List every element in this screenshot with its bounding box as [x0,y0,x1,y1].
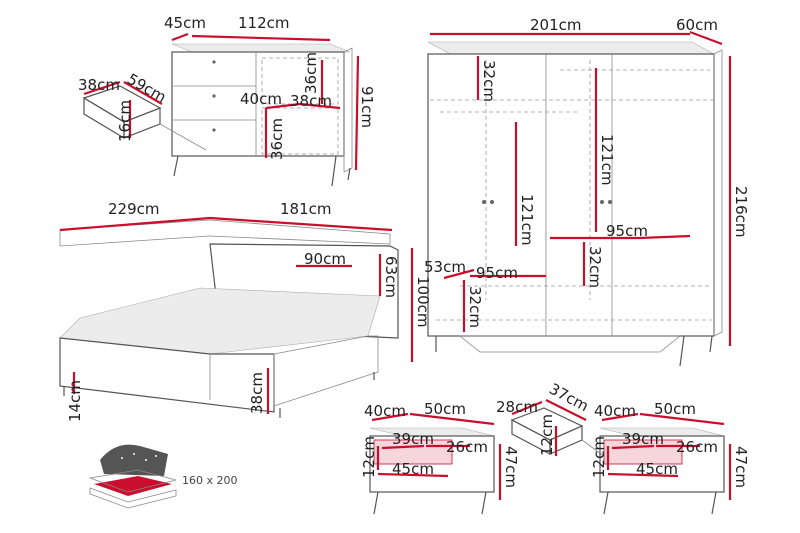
bed: 229cm 181cm 90cm 63cm 100cm 14cm 38cm [59,200,432,422]
wardrobe-top-shelf-label: 32cm [480,60,498,102]
drawer-height-label: 16cm [116,100,134,142]
nightstand-right: 40cm 50cm 39cm 26cm 12cm 45cm 47cm [590,400,750,515]
mattress-icon: 160 x 200 [88,444,238,509]
dresser-depth-label: 45cm [164,14,206,32]
dresser-drawer: 38cm 59cm 16cm [78,70,207,151]
nightstand-drawer-depth-label: 28cm [496,398,538,416]
bed-headboard-height-label: 63cm [382,256,400,298]
dresser-height-label: 91cm [358,86,376,128]
drawer-depth-label: 38cm [78,76,120,94]
nightstand-drawer-width-label: 37cm [546,380,591,416]
nightstand-right-drawer-height-label: 12cm [590,436,608,478]
wardrobe-right-rail-label: 121cm [598,134,616,186]
nightstand-left-drawer-depth-label: 26cm [446,438,488,456]
nightstand-left-width-label: 50cm [424,400,466,418]
dresser-shelf-bottom-label: 36cm [268,118,286,160]
dresser-shelf-width-label: 38cm [290,92,332,110]
bed-headboard-width-label: 90cm [304,250,346,268]
wardrobe-bottom-depth-label: 53cm [424,258,466,276]
wardrobe-depth-label: 60cm [676,16,718,34]
dresser-top [171,43,351,53]
nightstand-left-height-label: 47cm [502,446,520,488]
wardrobe-height-label: 216cm [732,186,750,238]
nightstand-right-inner-width-label: 45cm [636,460,678,478]
wardrobe-inner-shelf-height-label: 32cm [586,246,604,288]
headboard-silhouette [100,444,168,476]
dressing-table: 45cm 112cm 91cm 36cm 36cm 40cm 38cm [164,14,376,187]
nightstand-right-width-label: 50cm [654,400,696,418]
bed-frame-height-label: 38cm [248,372,266,414]
nightstand-right-drawer-depth-label: 26cm [676,438,718,456]
nightstand-right-depth-label: 40cm [594,402,636,420]
wardrobe-width-label: 201cm [530,16,582,34]
wardrobe-bottom-width-label: 95cm [476,264,518,282]
dresser-width-label: 112cm [238,14,290,32]
nightstand-drawer-height-label: 12cm [538,414,556,456]
nightstand-right-drawer-width-label: 39cm [622,430,664,448]
bed-total-height-label: 100cm [414,276,432,328]
dresser-shelf-depth-label: 40cm [240,90,282,108]
nightstand-left: 40cm 50cm 39cm 26cm 12cm 45cm 47cm [360,400,520,515]
mattress-size-label: 160 x 200 [182,474,238,487]
nightstand-left-drawer-width-label: 39cm [392,430,434,448]
wardrobe-inner-shelf-width-label: 95cm [606,222,648,240]
nightstand-right-height-label: 47cm [732,446,750,488]
dresser-shelf-top-label: 36cm [302,52,320,94]
bed-length-label: 229cm [108,200,160,218]
wardrobe-left-rail-label: 121cm [518,194,536,246]
bed-width-label: 181cm [280,200,332,218]
wardrobe: 201cm 60cm 216cm 32cm 121cm 121cm 95cm 3… [424,16,750,367]
nightstand-left-depth-label: 40cm [364,402,406,420]
nightstand-left-drawer-height-label: 12cm [360,436,378,478]
bed-leg-height-label: 14cm [66,380,84,422]
nightstand-left-inner-width-label: 45cm [392,460,434,478]
wardrobe-bottom-height-label: 32cm [466,286,484,328]
mattress-fill [94,476,172,496]
